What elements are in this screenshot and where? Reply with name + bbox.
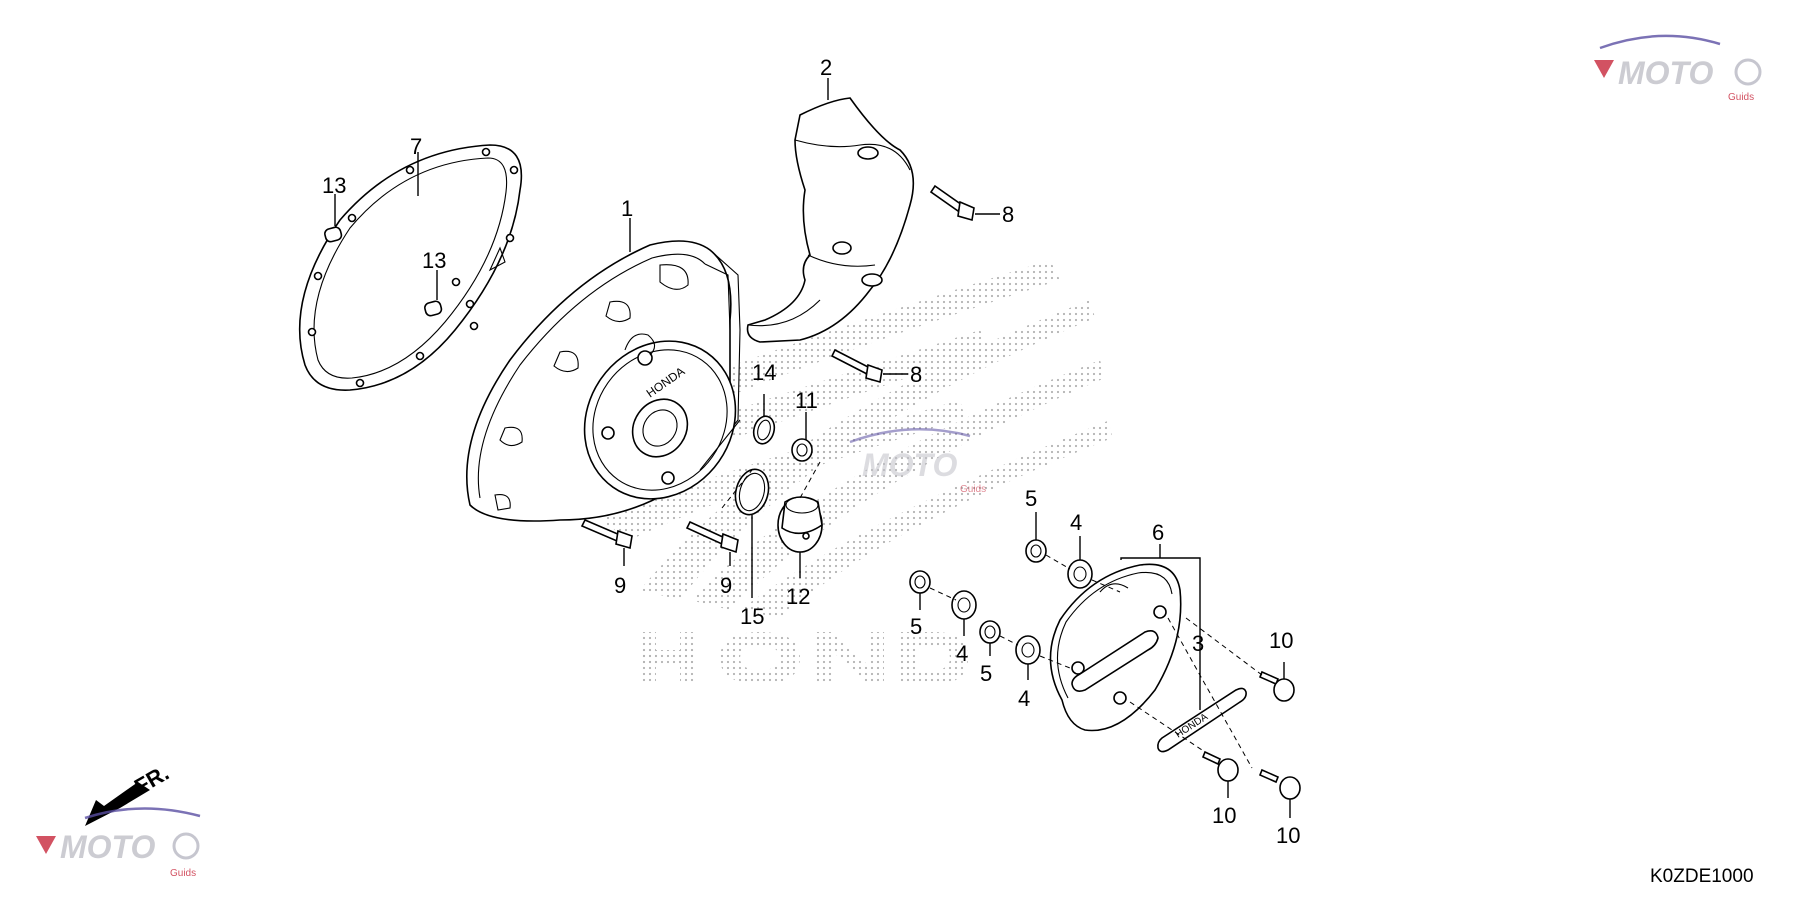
svg-text:MOTO: MOTO	[60, 829, 156, 865]
gasket-bolt-holes	[307, 147, 519, 388]
moto-watermark-bottom-left: MOTO Guids	[36, 807, 201, 879]
grommet-part-4-right	[1015, 635, 1041, 665]
diagram-code: K0ZDE1000	[1650, 866, 1754, 887]
grommet-part-4-left	[951, 590, 977, 620]
cover-plate-part-6	[1049, 563, 1182, 732]
callout-5-upper: 5	[1025, 486, 1037, 511]
cover-part-2	[746, 97, 915, 343]
svg-text:MOTO: MOTO	[862, 447, 958, 483]
callout-2: 2	[820, 55, 832, 80]
callout-5-left: 5	[910, 614, 922, 639]
svg-text:Guids: Guids	[170, 868, 196, 879]
svg-text:Guids: Guids	[960, 484, 986, 495]
collar-part-5-left	[909, 570, 931, 594]
callout-7: 7	[410, 134, 422, 159]
screw-part-10-right	[1258, 670, 1295, 702]
callout-13-lower: 13	[422, 248, 446, 273]
svg-text:Guids: Guids	[1728, 92, 1754, 103]
emblem-part-3: HONDA	[1157, 687, 1247, 753]
crankcase-cover-part-1: HONDA	[466, 240, 741, 522]
callout-10-right: 10	[1269, 628, 1293, 653]
screw-part-10-middle	[1201, 750, 1239, 782]
callout-14: 14	[752, 360, 776, 385]
callout-15: 15	[740, 604, 764, 629]
dotted-honda-wordmark	[640, 632, 968, 684]
collar-part-5-upper	[1025, 539, 1047, 563]
front-direction-arrow: FR.	[85, 760, 173, 826]
gasket-part-7	[298, 144, 523, 391]
o-ring-part-15	[734, 468, 770, 516]
callout-3: 3	[1192, 631, 1204, 656]
grommet-part-4-upper	[1067, 559, 1093, 589]
callout-5-right: 5	[980, 661, 992, 686]
bolt-part-8-lower	[830, 348, 883, 384]
callout-8-upper: 8	[1002, 202, 1014, 227]
callout-4-right: 4	[1018, 686, 1030, 711]
callout-9-right: 9	[720, 573, 732, 598]
dowel-pin-part-13-upper	[324, 226, 343, 243]
svg-text:MOTO: MOTO	[1618, 55, 1714, 91]
callout-9-left: 9	[614, 573, 626, 598]
callout-4-left: 4	[956, 641, 968, 666]
o-ring-part-14	[752, 415, 776, 445]
moto-watermark-top-right: MOTO Guids	[1594, 34, 1762, 103]
callout-8-lower: 8	[910, 362, 922, 387]
callout-6: 6	[1152, 520, 1164, 545]
collar-part-5-right	[979, 620, 1001, 644]
bolt-part-9-right	[685, 520, 739, 554]
callout-4-upper: 4	[1070, 510, 1082, 535]
plug-part-11	[791, 438, 813, 462]
moto-watermark-center: MOTO Guids	[849, 428, 986, 495]
screw-part-10-lower	[1258, 768, 1301, 800]
dowel-pin-part-13-lower	[424, 300, 443, 317]
bolt-part-8-upper	[929, 184, 975, 222]
callout-10-middle: 10	[1212, 803, 1236, 828]
callout-12: 12	[786, 584, 810, 609]
assembly-guide-lines	[721, 461, 1263, 769]
callout-10-lower: 10	[1276, 823, 1300, 848]
callout-1: 1	[621, 196, 633, 221]
callout-11: 11	[795, 388, 818, 413]
plug-part-12	[777, 496, 823, 553]
callout-13-upper: 13	[322, 173, 346, 198]
bolt-part-9-left	[580, 518, 633, 550]
